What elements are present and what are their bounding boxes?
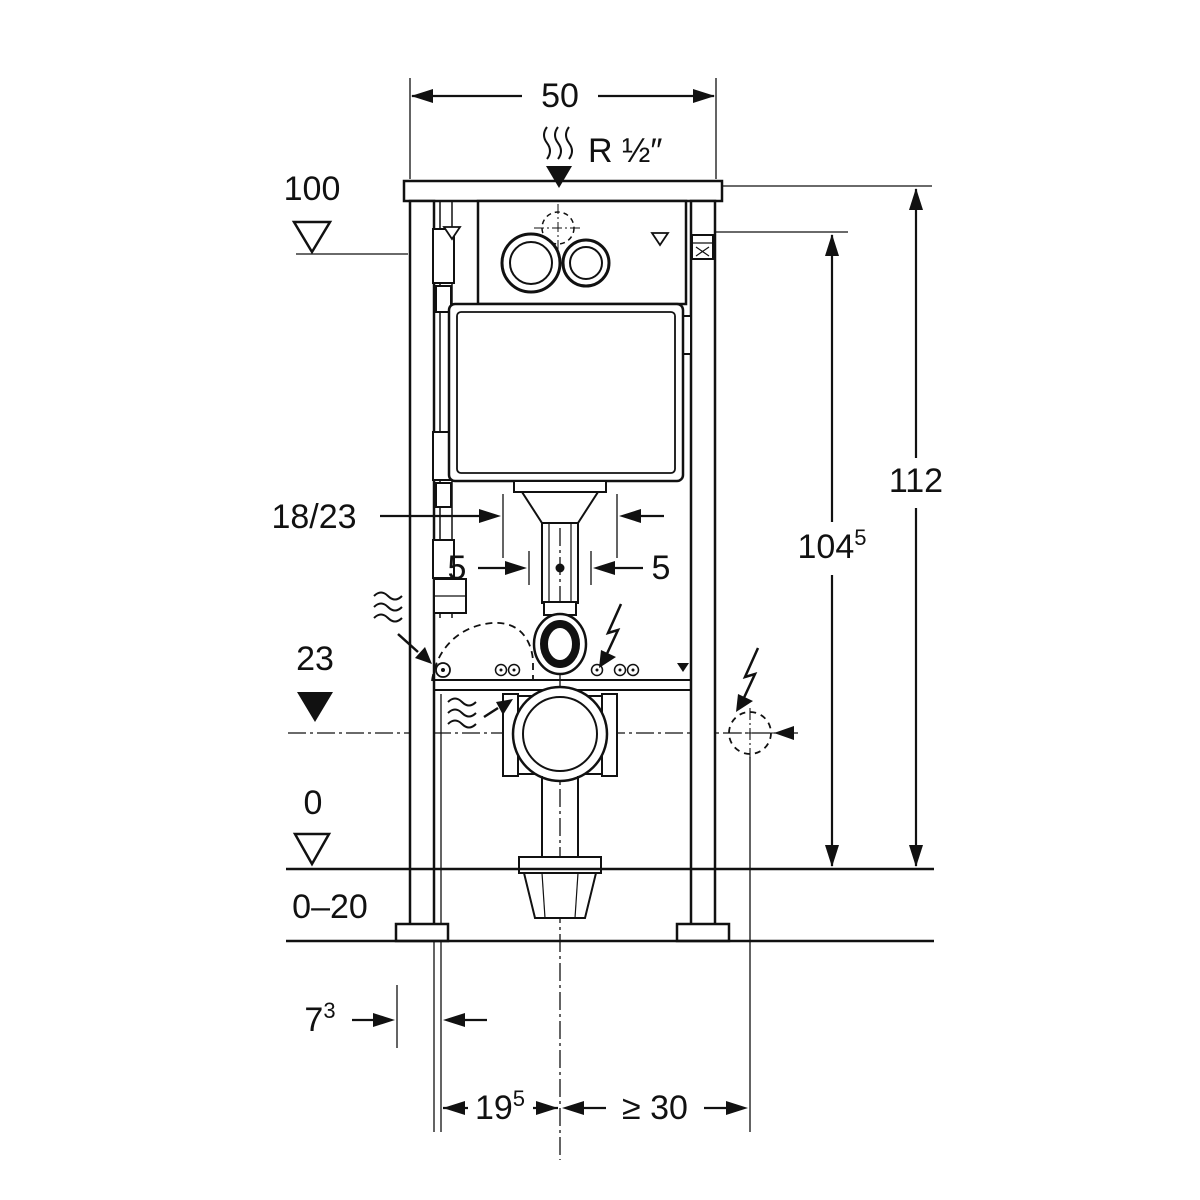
water-level-mark-left-icon: [442, 226, 462, 241]
dim-flush-bend-18-23: 18/23: [271, 494, 664, 558]
floor-lines: [286, 867, 934, 943]
arrowhead: [536, 1101, 558, 1115]
connector-box: [691, 234, 714, 260]
dim-104-5-label: 1045: [798, 525, 867, 566]
frame-top-bar: [402, 179, 724, 203]
drain-bend: [522, 872, 598, 919]
dim-height-104-5: 1045: [714, 231, 867, 867]
frame-left-rail: [408, 199, 436, 942]
arrowhead: [479, 509, 501, 523]
level-markers: 100 23 0 0–20: [284, 170, 408, 926]
odor-seal-right: [447, 697, 513, 729]
bolt-arrowhead: [736, 694, 753, 712]
arrowhead: [909, 845, 923, 867]
supply-thread-label: R ½″: [588, 132, 662, 170]
level-0-open-triangle-icon: [292, 832, 332, 867]
dim-width-label: 50: [541, 77, 579, 115]
dim-outlet-19-5: 195: [443, 1086, 558, 1127]
water-supply-wavy-icon: [543, 126, 573, 160]
dim-depth-7-3: 73: [304, 998, 487, 1039]
dim-width-50: 50: [409, 77, 717, 179]
flush-inlet-arrow-icon: [546, 166, 572, 188]
flush-bend-seal-ring: [540, 620, 580, 668]
arrowhead: [443, 1013, 465, 1027]
frame-right-rail: [689, 199, 717, 942]
frame-right-foot: [675, 922, 731, 943]
arrowhead: [693, 89, 715, 103]
arrowhead: [373, 1013, 395, 1027]
pointer-arrow-icon: [496, 699, 513, 715]
arrowhead: [825, 234, 839, 256]
dim-5-right-label: 5: [652, 549, 671, 587]
level-0-label: 0: [304, 784, 323, 822]
pointer-arrow-icon: [415, 647, 432, 664]
lightning-bolt-icon: [740, 647, 760, 703]
small-level-mark-icon: [677, 663, 689, 672]
dim-offset-5-5: 5 5: [448, 549, 671, 587]
arrowhead: [505, 561, 527, 575]
waste-outlet-clamp: [502, 685, 618, 783]
frame-left-foot: [394, 922, 450, 943]
mounting-frame: [394, 179, 731, 943]
floor-range-label: 0–20: [292, 888, 368, 926]
level-23-filled-triangle-icon: [297, 692, 333, 722]
flush-pipe: [513, 480, 607, 676]
access-window-inner: [456, 311, 676, 474]
arrowhead: [726, 1101, 748, 1115]
dim-clearance-30: ≥ 30: [562, 1089, 748, 1127]
arrowhead: [909, 188, 923, 210]
center-point: [555, 563, 565, 573]
dim-18-23-label: 18/23: [271, 498, 356, 536]
electrical-upper: [599, 603, 623, 668]
arrowhead: [619, 509, 641, 523]
fill-valve-assembly: [432, 201, 467, 618]
arrowhead: [411, 89, 433, 103]
level-23-label: 23: [296, 640, 334, 678]
dim-height-112: 112: [722, 185, 943, 867]
lightning-bolt-icon: [603, 603, 623, 659]
drain-flange: [518, 856, 602, 874]
access-window-outer: [447, 302, 685, 483]
bolt-arrowhead: [599, 650, 616, 668]
odor-seal-left: [373, 591, 432, 664]
electrical-lower: [736, 647, 760, 712]
waste-outlet-outer: [511, 685, 609, 783]
dim-112-label: 112: [889, 462, 943, 500]
waste-outlet-inner: [522, 696, 598, 772]
dim-7-3-label: 73: [304, 998, 335, 1039]
electrical-connection: [725, 708, 794, 758]
water-supply: R ½″: [543, 126, 662, 188]
mounting-bracket: [431, 622, 691, 691]
level-100-open-triangle-icon: [291, 220, 333, 255]
arrowhead: [562, 1101, 584, 1115]
arrowhead: [443, 1101, 465, 1115]
concealed-cistern: [442, 199, 714, 483]
level-100-label: 100: [284, 170, 341, 208]
dim-30-label: ≥ 30: [622, 1089, 688, 1127]
water-level-mark-right-icon: [650, 232, 670, 247]
ceramic-bowl-dashed-outline: [431, 622, 534, 682]
dim-5-left-label: 5: [448, 549, 467, 587]
arrowhead: [825, 845, 839, 867]
connection-arrow-icon: [774, 726, 794, 740]
flush-pipe-flange: [513, 480, 607, 493]
dim-19-5-label: 195: [475, 1086, 525, 1127]
arrowhead: [593, 561, 615, 575]
